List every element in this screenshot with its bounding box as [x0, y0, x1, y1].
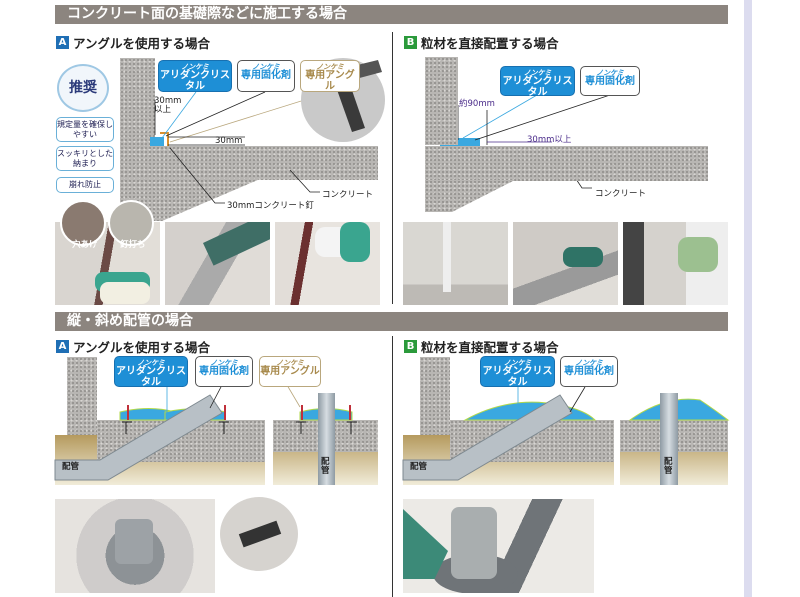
photo-pouring [165, 222, 270, 305]
method-a-heading: A アングルを使用する場合 [56, 33, 210, 52]
concrete-footing-b [425, 180, 515, 212]
method-a-title: アングルを使用する場合 [73, 340, 211, 355]
tag-nailing: 釘打ち [120, 240, 146, 250]
slab [273, 420, 378, 452]
method-b-title: 粒材を直接配置する場合 [421, 340, 559, 355]
photo-b-1 [403, 222, 508, 305]
method-a-title: アングルを使用する場合 [73, 36, 211, 51]
wall [67, 357, 97, 435]
label-hardener: ノンケミ専用固化剤 [237, 60, 295, 92]
label-crystal-2b: ノンケミアリダンクリスタル [480, 356, 555, 388]
badge-a: A [56, 340, 69, 353]
concrete-slab [120, 146, 378, 180]
method-a-heading-2: A アングルを使用する場合 [56, 337, 210, 356]
slab [450, 420, 614, 462]
dim-height-b: 約90mm [459, 99, 495, 109]
slab [620, 420, 728, 452]
photo-pipe-granules [403, 499, 594, 593]
label-crystal: ノンケミアリダンクリスタル [158, 60, 232, 92]
label-angle-2a: ノンケミ専用アングル [259, 356, 321, 387]
dim-width-b: 30mm以上 [527, 135, 572, 145]
label-hardener-2b: ノンケミ専用固化剤 [560, 356, 618, 387]
photo-inset-drilling [60, 200, 106, 246]
method-b-title: 粒材を直接配置する場合 [421, 36, 559, 51]
recommend-point: スッキリとした納まり [56, 146, 114, 172]
pipe-label: 配管 [664, 457, 673, 476]
dim-height-a: 30mm以上 [154, 96, 182, 116]
divider [392, 336, 393, 597]
badge-a: A [56, 36, 69, 49]
concrete-wall-b [425, 57, 458, 145]
concrete-wall [120, 58, 155, 148]
badge-b: B [404, 340, 417, 353]
badge-b: B [404, 36, 417, 49]
photo-pipe-angle [55, 499, 215, 593]
page-edge-strip [744, 0, 752, 597]
method-b-heading-2: B 粒材を直接配置する場合 [404, 337, 559, 356]
label-hardener-2a: ノンケミ専用固化剤 [195, 356, 253, 387]
dim-width-a: 30mm [215, 136, 243, 146]
concrete-slab-b [425, 146, 708, 181]
recommend-point: 崩れ防止 [56, 177, 114, 193]
label-crystal-2a: ノンケミアリダンクリスタル [114, 356, 188, 388]
photo-b-2 [513, 222, 618, 305]
photo-b-3 [623, 222, 728, 305]
label-crystal-b: ノンケミアリダンクリスタル [500, 66, 575, 98]
concrete-label-b: コンクリート [595, 189, 647, 199]
section-header-pipes: 縦・斜め配管の場合 [55, 312, 728, 331]
divider [392, 32, 393, 304]
photo-inset-nailing [108, 200, 154, 246]
method-b-heading: B 粒材を直接配置する場合 [404, 33, 559, 52]
angle-shape [160, 132, 169, 146]
section-header-foundation: コンクリート面の基礎際などに施工する場合 [55, 5, 728, 24]
pipe-label: 配管 [410, 462, 428, 472]
nail-label: 30mmコンクリート釘 [227, 201, 314, 211]
label-angle: ノンケミ専用アングル [300, 60, 360, 92]
wall [420, 357, 450, 435]
recommend-badge: 推奨 [57, 64, 109, 112]
pipe-label: 配管 [62, 462, 80, 472]
photo-spraying [275, 222, 380, 305]
pipe-label: 配管 [321, 457, 330, 476]
concrete-label-a: コンクリート [322, 190, 374, 200]
photo-inset-angle-cut [220, 497, 298, 571]
recommend-point: 規定量を確保しやすい [56, 117, 114, 143]
tag-drilling: 穴あけ [72, 240, 98, 250]
label-hardener-b: ノンケミ専用固化剤 [580, 66, 640, 96]
slab [97, 420, 265, 462]
